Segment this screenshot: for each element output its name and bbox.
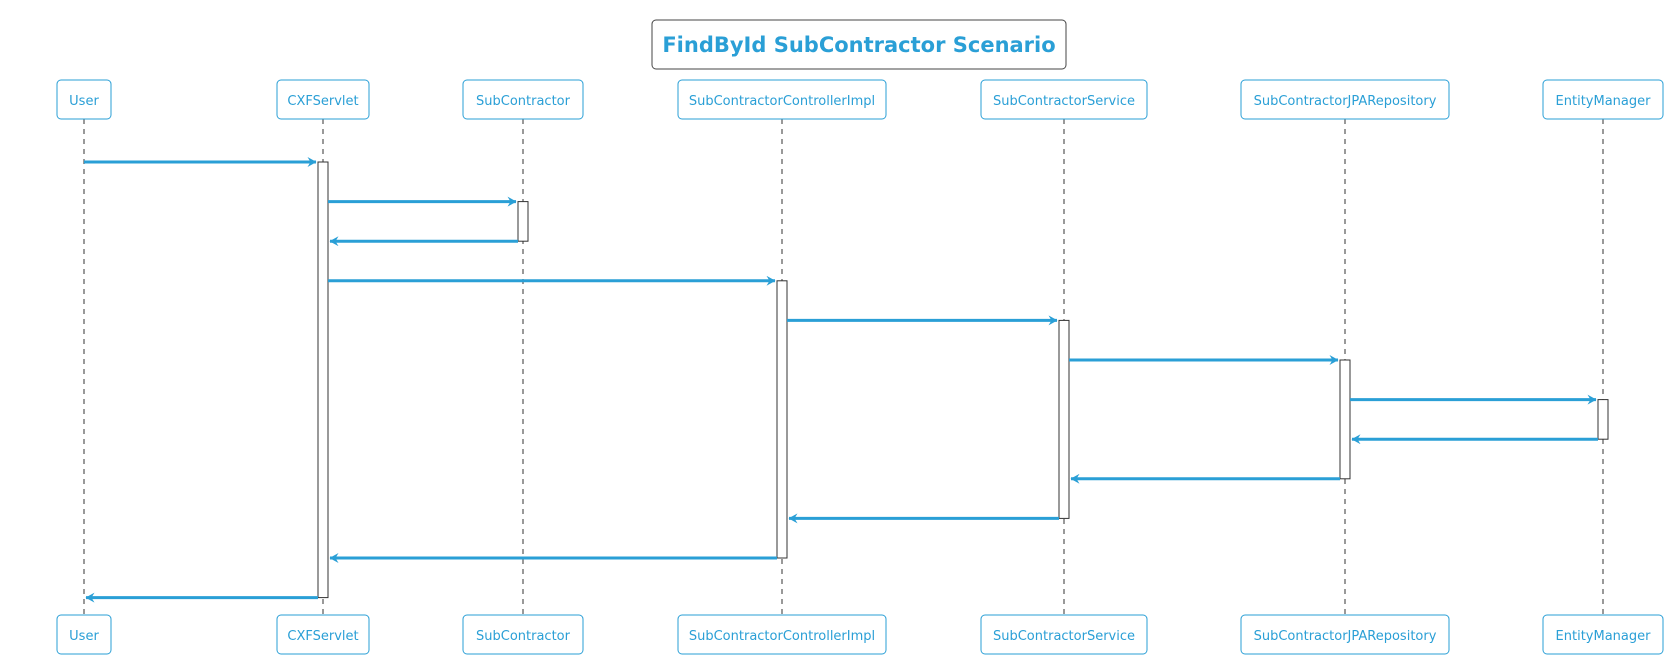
participant-box	[677, 79, 887, 120]
participant-box	[276, 614, 370, 655]
participant-box	[56, 614, 112, 655]
participant-em-bottom: EntityManager	[1542, 614, 1664, 655]
activation-bar-ctrl	[776, 280, 788, 559]
participant-box	[276, 79, 370, 120]
participant-box	[56, 79, 112, 120]
participant-ctrl-top: SubContractorControllerImpl	[677, 79, 887, 120]
participant-cxf-bottom: CXFServlet	[276, 614, 370, 655]
participant-box	[980, 614, 1148, 655]
activation-bar-sub	[517, 201, 529, 242]
participants-bottom: User CXFServlet SubContractor SubContractor…	[56, 614, 1664, 655]
participant-label: EntityManager	[1556, 629, 1652, 644]
participant-box	[1542, 614, 1664, 655]
participant-box	[980, 79, 1148, 120]
participant-sub-bottom: SubContractor	[462, 614, 584, 655]
activation-bar-em	[1597, 399, 1609, 440]
activation-bar-cxf	[317, 161, 329, 599]
participant-box	[1240, 614, 1450, 655]
participant-cxf-top: CXFServlet	[276, 79, 370, 120]
participant-label: SubContractorService	[993, 94, 1135, 109]
participant-label: User	[69, 629, 99, 644]
participant-label: CXFServlet	[287, 629, 358, 644]
participant-label: User	[69, 94, 99, 109]
diagram-title: FindById SubContractor Scenario	[651, 19, 1067, 70]
participant-sub-top: SubContractor	[462, 79, 584, 120]
lifelines	[83, 119, 1604, 615]
activation-bars	[317, 161, 1609, 599]
participant-em-top: EntityManager	[1542, 79, 1664, 120]
participant-user-bottom: User	[56, 614, 112, 655]
activation-bar-repo	[1339, 359, 1351, 480]
participant-box	[1240, 79, 1450, 120]
participant-user-top: User	[56, 79, 112, 120]
activation-bar-svc	[1058, 319, 1070, 519]
participant-label: EntityManager	[1556, 94, 1652, 109]
participant-label: SubContractorJPARepository	[1254, 629, 1437, 644]
participant-svc-bottom: SubContractorService	[980, 614, 1148, 655]
participant-label: SubContractorService	[993, 629, 1135, 644]
participants-top: User CXFServlet SubContractor SubContractor…	[56, 79, 1664, 120]
participant-ctrl-bottom: SubContractorControllerImpl	[677, 614, 887, 655]
participant-label: CXFServlet	[287, 94, 358, 109]
title-box	[651, 19, 1067, 70]
participant-box	[462, 614, 584, 655]
participant-label: SubContractorControllerImpl	[689, 629, 875, 644]
diagram-title-text: FindById SubContractor Scenario	[662, 33, 1055, 57]
participant-box	[1542, 79, 1664, 120]
participant-svc-top: SubContractorService	[980, 79, 1148, 120]
participant-label: SubContractor	[476, 94, 571, 109]
participant-label: SubContractorControllerImpl	[689, 94, 875, 109]
participant-box	[677, 614, 887, 655]
participant-repo-top: SubContractorJPARepository	[1240, 79, 1450, 120]
participant-box	[462, 79, 584, 120]
participant-repo-bottom: SubContractorJPARepository	[1240, 614, 1450, 655]
participant-label: SubContractorJPARepository	[1254, 94, 1437, 109]
participant-label: SubContractor	[476, 629, 571, 644]
messages	[84, 157, 1598, 603]
